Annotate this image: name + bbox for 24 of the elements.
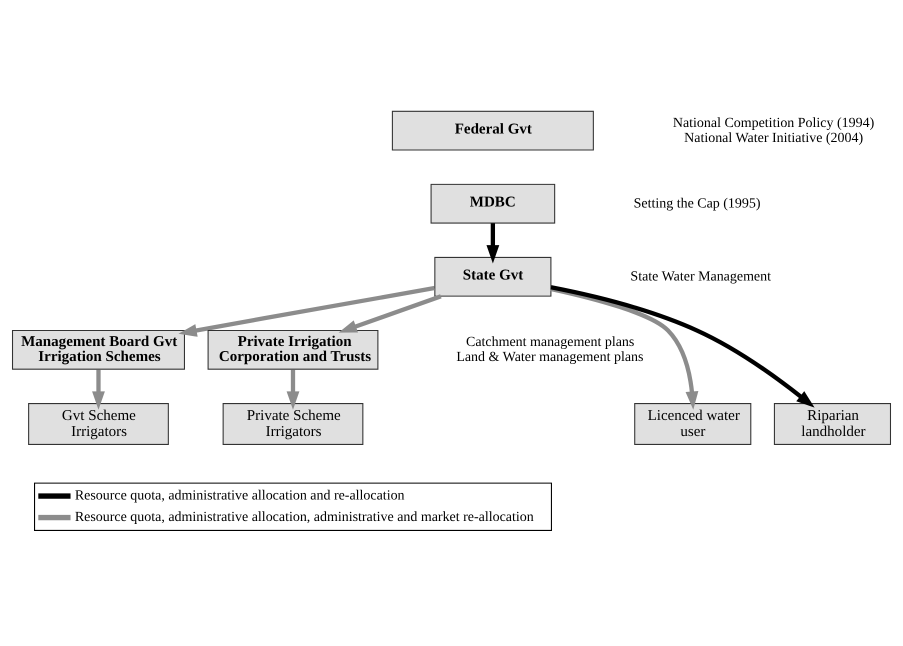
- node-box: Gvt Scheme Irrigators: [28, 403, 169, 445]
- node-box: Private Scheme Irrigators: [222, 403, 364, 445]
- label: National Competition Policy (1994): [672, 116, 874, 131]
- arrow: [338, 294, 442, 333]
- arrow: [286, 369, 300, 410]
- label: Catchment management plans: [466, 334, 634, 350]
- arrow: [550, 286, 698, 410]
- node-box: Private Irrigation Corporation and Trusts: [208, 330, 378, 370]
- arrow: [486, 223, 500, 264]
- node-box: MDBC: [430, 184, 556, 224]
- arrow: [550, 285, 815, 408]
- node-box: Management Board Gvt Irrigation Schemes: [12, 330, 185, 370]
- arrow: [92, 369, 105, 410]
- label: Land & Water management plans: [456, 350, 644, 366]
- legend-label: Resource quota, administrative allocation and re-allocation: [74, 488, 405, 504]
- legend-label: Resource quota, administrative allocation, administrative and market re-allocation: [74, 510, 534, 526]
- label: State Water Management: [630, 269, 772, 284]
- node-box: Riparian landholder: [774, 403, 892, 445]
- label: National Water Initiative (2004): [684, 130, 864, 146]
- node-box: State Gvt: [434, 256, 552, 297]
- arrow: [178, 286, 435, 337]
- node-box: Licenced water user: [634, 403, 752, 445]
- label: Setting the Cap (1995): [634, 196, 761, 212]
- node-box: Federal Gvt: [392, 110, 594, 151]
